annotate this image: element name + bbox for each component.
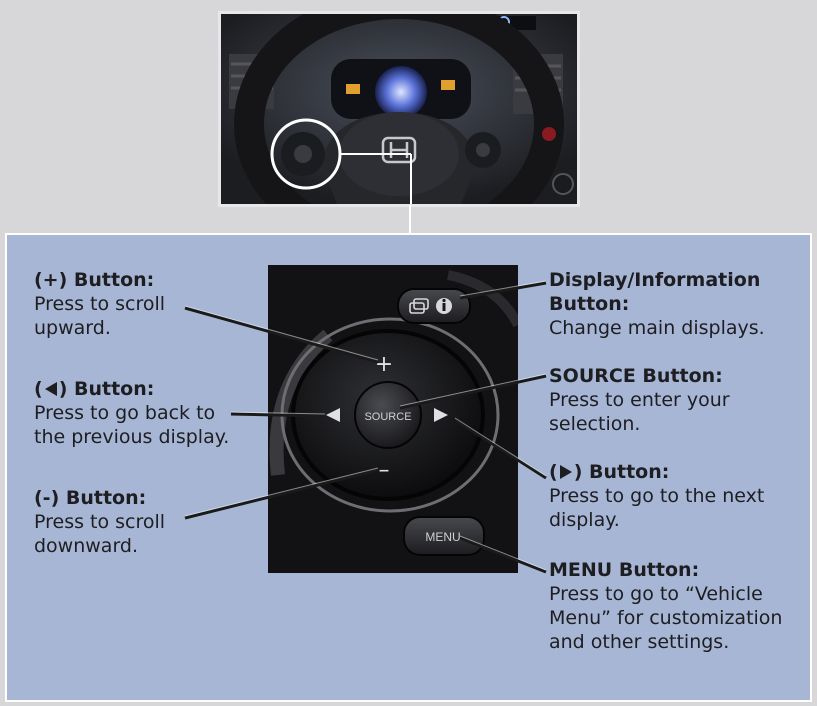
callout-right-desc-2: display. [549,509,620,531]
callout-right-title-open: ( [549,461,558,483]
source-button-label: SOURCE [364,411,411,423]
steering-buttons-photo: SOURCE + – MENU [268,265,518,573]
callout-plus-title: (+) Button: [34,269,155,291]
callout-source-desc-2: selection. [549,413,641,435]
callout-menu-button: MENU Button: Press to go to “Vehicle Men… [549,558,782,654]
display-info-icon [409,298,452,314]
callout-left-title: ( ) Button: [34,377,229,401]
callout-minus-title: (-) Button: [34,487,147,509]
plus-symbol: + [375,352,393,377]
callout-right-title: ( ) Button: [549,460,764,484]
callout-display-info-title-1: Display/Information [549,269,761,291]
callout-plus-button: (+) Button: Press to scroll upward. [34,268,165,340]
steering-wheel-icon [221,14,577,204]
minus-symbol: – [379,458,390,483]
callout-minus-desc-1: Press to scroll [34,511,166,533]
callout-source-title: SOURCE Button: [549,365,723,387]
menu-button-label: MENU [425,530,460,544]
callout-display-info-desc-1: Change main displays. [549,317,765,339]
callout-left-button: ( ) Button: Press to go back to the previ… [34,377,229,449]
callout-plus-desc-2: upward. [34,317,111,339]
callout-menu-desc-3: and other settings. [549,631,730,653]
callout-menu-desc-1: Press to go to “Vehicle [549,583,763,605]
callout-menu-desc-2: Menu” for customization [549,607,783,629]
callout-display-info-title-2: Button: [549,293,630,315]
right-arrow-icon [434,408,448,422]
callout-menu-title: MENU Button: [549,559,700,581]
callout-minus-button: (-) Button: Press to scroll downward. [34,486,165,558]
car-interior-photo [218,11,580,207]
callout-minus-desc-2: downward. [34,535,139,557]
left-arrow-icon [326,408,340,422]
callout-plus-desc-1: Press to scroll [34,293,166,315]
callout-left-title-close: ) Button: [58,378,155,400]
callout-source-desc-1: Press to enter your [549,389,730,411]
callout-right-title-close: ) Button: [573,461,670,483]
callout-left-desc-2: the previous display. [34,426,230,448]
callout-right-desc-1: Press to go to the next [549,485,765,507]
callout-right-button: ( ) Button: Press to go to the next displ… [549,460,764,532]
callout-source-button: SOURCE Button: Press to enter your selec… [549,364,730,436]
callout-left-title-open: ( [34,378,43,400]
right-arrow-icon [559,465,572,479]
callout-display-info-button: Display/Information Button: Change main … [549,268,765,340]
callout-left-desc-1: Press to go back to [34,402,216,424]
connector-line [409,205,411,235]
left-arrow-icon [44,382,57,396]
